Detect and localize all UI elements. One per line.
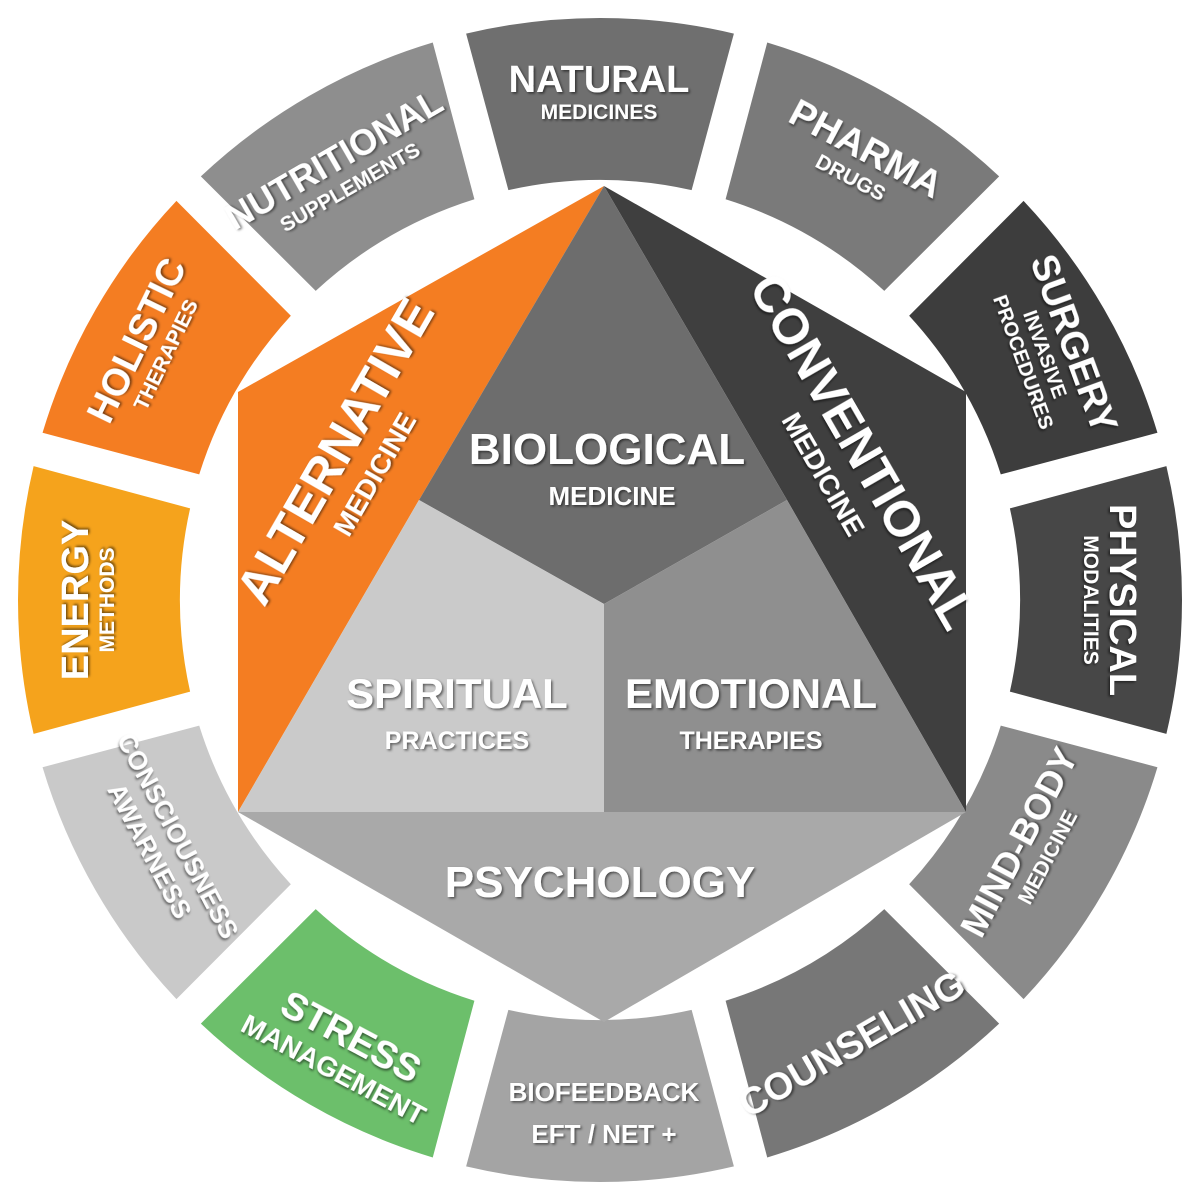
biofeedback-subtitle: EFT / NET +	[531, 1119, 676, 1149]
energy-subtitle: METHODS	[96, 548, 119, 653]
outer-ring	[17, 17, 1182, 1182]
emotional-title: EMOTIONAL	[625, 670, 877, 717]
ring-segment-surgery	[909, 200, 1158, 475]
energy-title: ENERGY	[55, 520, 97, 680]
inner-pentagon	[238, 186, 966, 1022]
ring-segment-holistic	[42, 200, 291, 475]
ring-segment-biofeedback	[466, 1009, 734, 1182]
ring-segment-energy	[17, 466, 191, 734]
emotional-region	[604, 500, 966, 812]
physical-subtitle: MODALITIES	[1079, 535, 1102, 665]
biological-region	[419, 186, 787, 604]
psychology-title: PSYCHOLOGY	[445, 858, 756, 907]
ring-segment-counseling	[725, 909, 1000, 1158]
biological-subtitle: MEDICINE	[548, 481, 675, 511]
emotional-subtitle: THERAPIES	[679, 727, 822, 755]
biological-title: BIOLOGICAL	[469, 425, 745, 474]
ring-segment-pharma	[725, 42, 1000, 291]
spiritual-title: SPIRITUAL	[346, 670, 568, 717]
ring-segment-consciousness	[42, 725, 291, 1000]
physical-title: PHYSICAL	[1101, 504, 1143, 696]
natural-subtitle: MEDICINES	[541, 101, 658, 124]
natural-title: NATURAL	[509, 59, 690, 101]
alternative-region	[238, 186, 604, 812]
spiritual-subtitle: PRACTICES	[385, 727, 529, 755]
ring-segment-natural	[466, 17, 734, 191]
psychology-region	[238, 812, 966, 1022]
ring-segment-stress	[200, 909, 475, 1158]
ring-segment-nutritional	[200, 42, 475, 291]
spiritual-region	[238, 500, 604, 812]
ring-segment-physical	[1009, 466, 1182, 734]
conventional-region	[604, 186, 966, 812]
biofeedback-title: BIOFEEDBACK	[509, 1077, 700, 1107]
ring-segment-mind-body	[909, 725, 1158, 1000]
